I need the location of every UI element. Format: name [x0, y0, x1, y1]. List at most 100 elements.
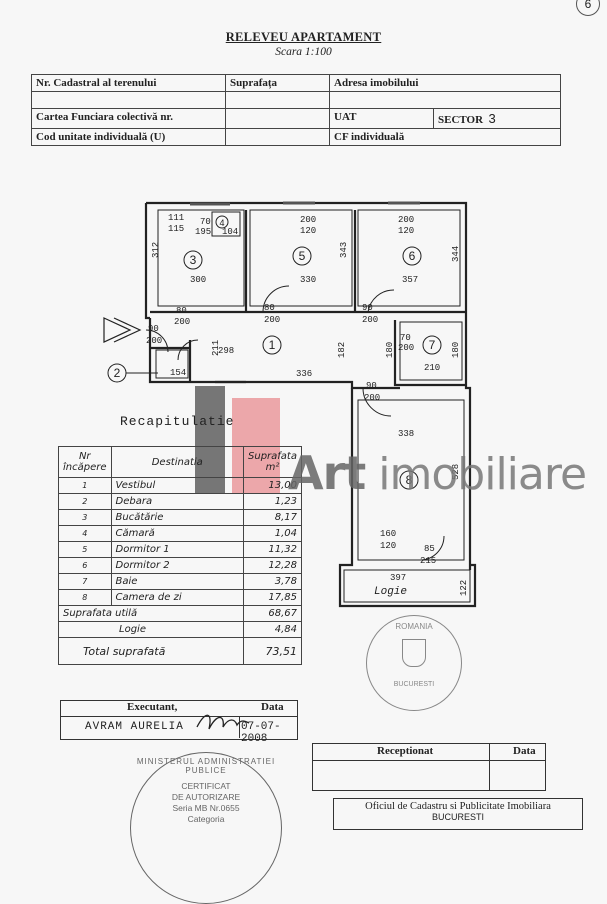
dim: 120: [300, 226, 316, 236]
receptionat-label: Receptionat: [377, 745, 434, 757]
uat-label: UAT: [329, 108, 434, 129]
room-number-4: 4: [219, 218, 224, 228]
dim: 200: [174, 317, 190, 327]
dim: 528: [451, 464, 461, 480]
cadastral-nr-label: Nr. Cadastral al terenului: [31, 74, 226, 92]
stamp-ring-text: MINISTERUL ADMINISTRATIEI PUBLICE: [136, 757, 276, 775]
dim: 344: [451, 246, 461, 262]
carte-funciara-label: Cartea Funciara colectivă nr.: [31, 108, 226, 129]
room-number-1: 1: [269, 338, 276, 352]
total-value: 73,51: [243, 637, 302, 665]
room-number-7: 7: [429, 338, 436, 352]
recap-header-supr: Suprafata m²: [243, 446, 302, 478]
dim: 85: [424, 544, 435, 554]
executant-name: AVRAM AURELIA: [85, 721, 184, 733]
stamp-country: ROMANIA: [395, 622, 433, 631]
dim: 210: [424, 363, 440, 373]
plan-dimensions: 111 115 70 195 104 312 300 200 120 330 3…: [146, 213, 469, 596]
dim: 200: [300, 215, 316, 225]
dim: 90: [148, 324, 159, 334]
coat-of-arms-icon: [402, 639, 426, 667]
dim: 70: [400, 333, 411, 343]
watermark-art: Art: [288, 446, 366, 500]
dim: 120: [380, 541, 396, 551]
dim: 182: [337, 342, 347, 358]
dim: 215: [420, 556, 436, 566]
executant-box: Executant, Data AVRAM AURELIA 07-07-2008: [60, 700, 298, 745]
executant-date-label: Data: [261, 701, 284, 713]
cf-individuala-label: CF individuală: [329, 128, 561, 146]
receptionat-date-label: Data: [513, 745, 536, 757]
dim: 80: [176, 306, 187, 316]
document-scale: Scara 1:100: [275, 46, 332, 58]
dim: 200: [364, 393, 380, 403]
dim: 200: [398, 215, 414, 225]
total-label: Total suprafată: [57, 637, 245, 665]
dim: 90: [362, 303, 373, 313]
plan-details: [145, 201, 471, 603]
logie-label: Logie: [57, 621, 245, 638]
authorization-stamp: MINISTERUL ADMINISTRATIEI PUBLICE CERTIF…: [130, 752, 282, 904]
executant-label: Executant,: [127, 701, 178, 713]
room-number-3: 3: [190, 253, 197, 267]
dim: 200: [398, 343, 414, 353]
logie-value: 4,84: [243, 621, 302, 638]
dim: 80: [264, 303, 275, 313]
dim: 115: [168, 224, 184, 234]
office-footer-name: Oficiul de Cadastru si Publicitate Imobi…: [365, 801, 551, 812]
room-number-2: 2: [114, 366, 121, 380]
executant-date: 07-07-2008: [241, 721, 281, 745]
dim: 300: [190, 275, 206, 285]
dim: 122: [459, 580, 469, 596]
adresa-label: Adresa imobilului: [329, 74, 561, 92]
room-number-markers: [107, 215, 442, 490]
room-number-5: 5: [299, 249, 306, 263]
dim: 200: [362, 315, 378, 325]
dim: 330: [300, 275, 316, 285]
dim: 336: [296, 369, 312, 379]
dim: 111: [168, 213, 184, 223]
signature-icon: [196, 714, 250, 730]
plan-logie-label: Logie: [374, 586, 407, 598]
dim: 70: [200, 217, 211, 227]
cod-unitate-label: Cod unitate individuală (U): [31, 128, 226, 146]
util-label: Suprafata utilă: [57, 605, 245, 622]
plan-walls: [144, 201, 477, 608]
dim: 298: [218, 346, 234, 356]
dim: 200: [146, 336, 162, 346]
sector-value: 3: [488, 111, 496, 126]
dim: 154: [170, 368, 186, 378]
dim: 90: [366, 381, 377, 391]
recap-title: Recapitulatie: [120, 414, 235, 429]
suprafata-label: Suprafața: [225, 74, 330, 92]
floor-plan: 3 4 5 6 1 2 7 8 111 115 70 195 104 312 3…: [103, 201, 477, 608]
document-title: RELEVEU APARTAMENT: [225, 30, 382, 44]
cadastral-header-table: Nr. Cadastral al terenului Suprafața Adr…: [31, 74, 561, 146]
room-number-6: 6: [409, 249, 416, 263]
room-numbers: 3 4 5 6 1 2 7 8: [114, 218, 436, 487]
receptionat-box: Receptionat Data: [312, 743, 546, 791]
dim: 357: [402, 275, 418, 285]
page-number: 6: [576, 0, 600, 16]
sector-label: SECTOR: [438, 114, 484, 126]
dim: 338: [398, 429, 414, 439]
entry-arrow: [103, 317, 142, 343]
util-value: 68,67: [243, 605, 302, 622]
dim: 200: [264, 315, 280, 325]
stamp-city: BUCURESTI: [393, 681, 435, 688]
recap-header-nr: Nr încăpere: [58, 446, 112, 478]
watermark-imobiliare: imobiliare: [378, 449, 587, 500]
dim: 312: [151, 242, 161, 258]
dim: 180: [451, 342, 461, 358]
dim: 180: [385, 342, 395, 358]
